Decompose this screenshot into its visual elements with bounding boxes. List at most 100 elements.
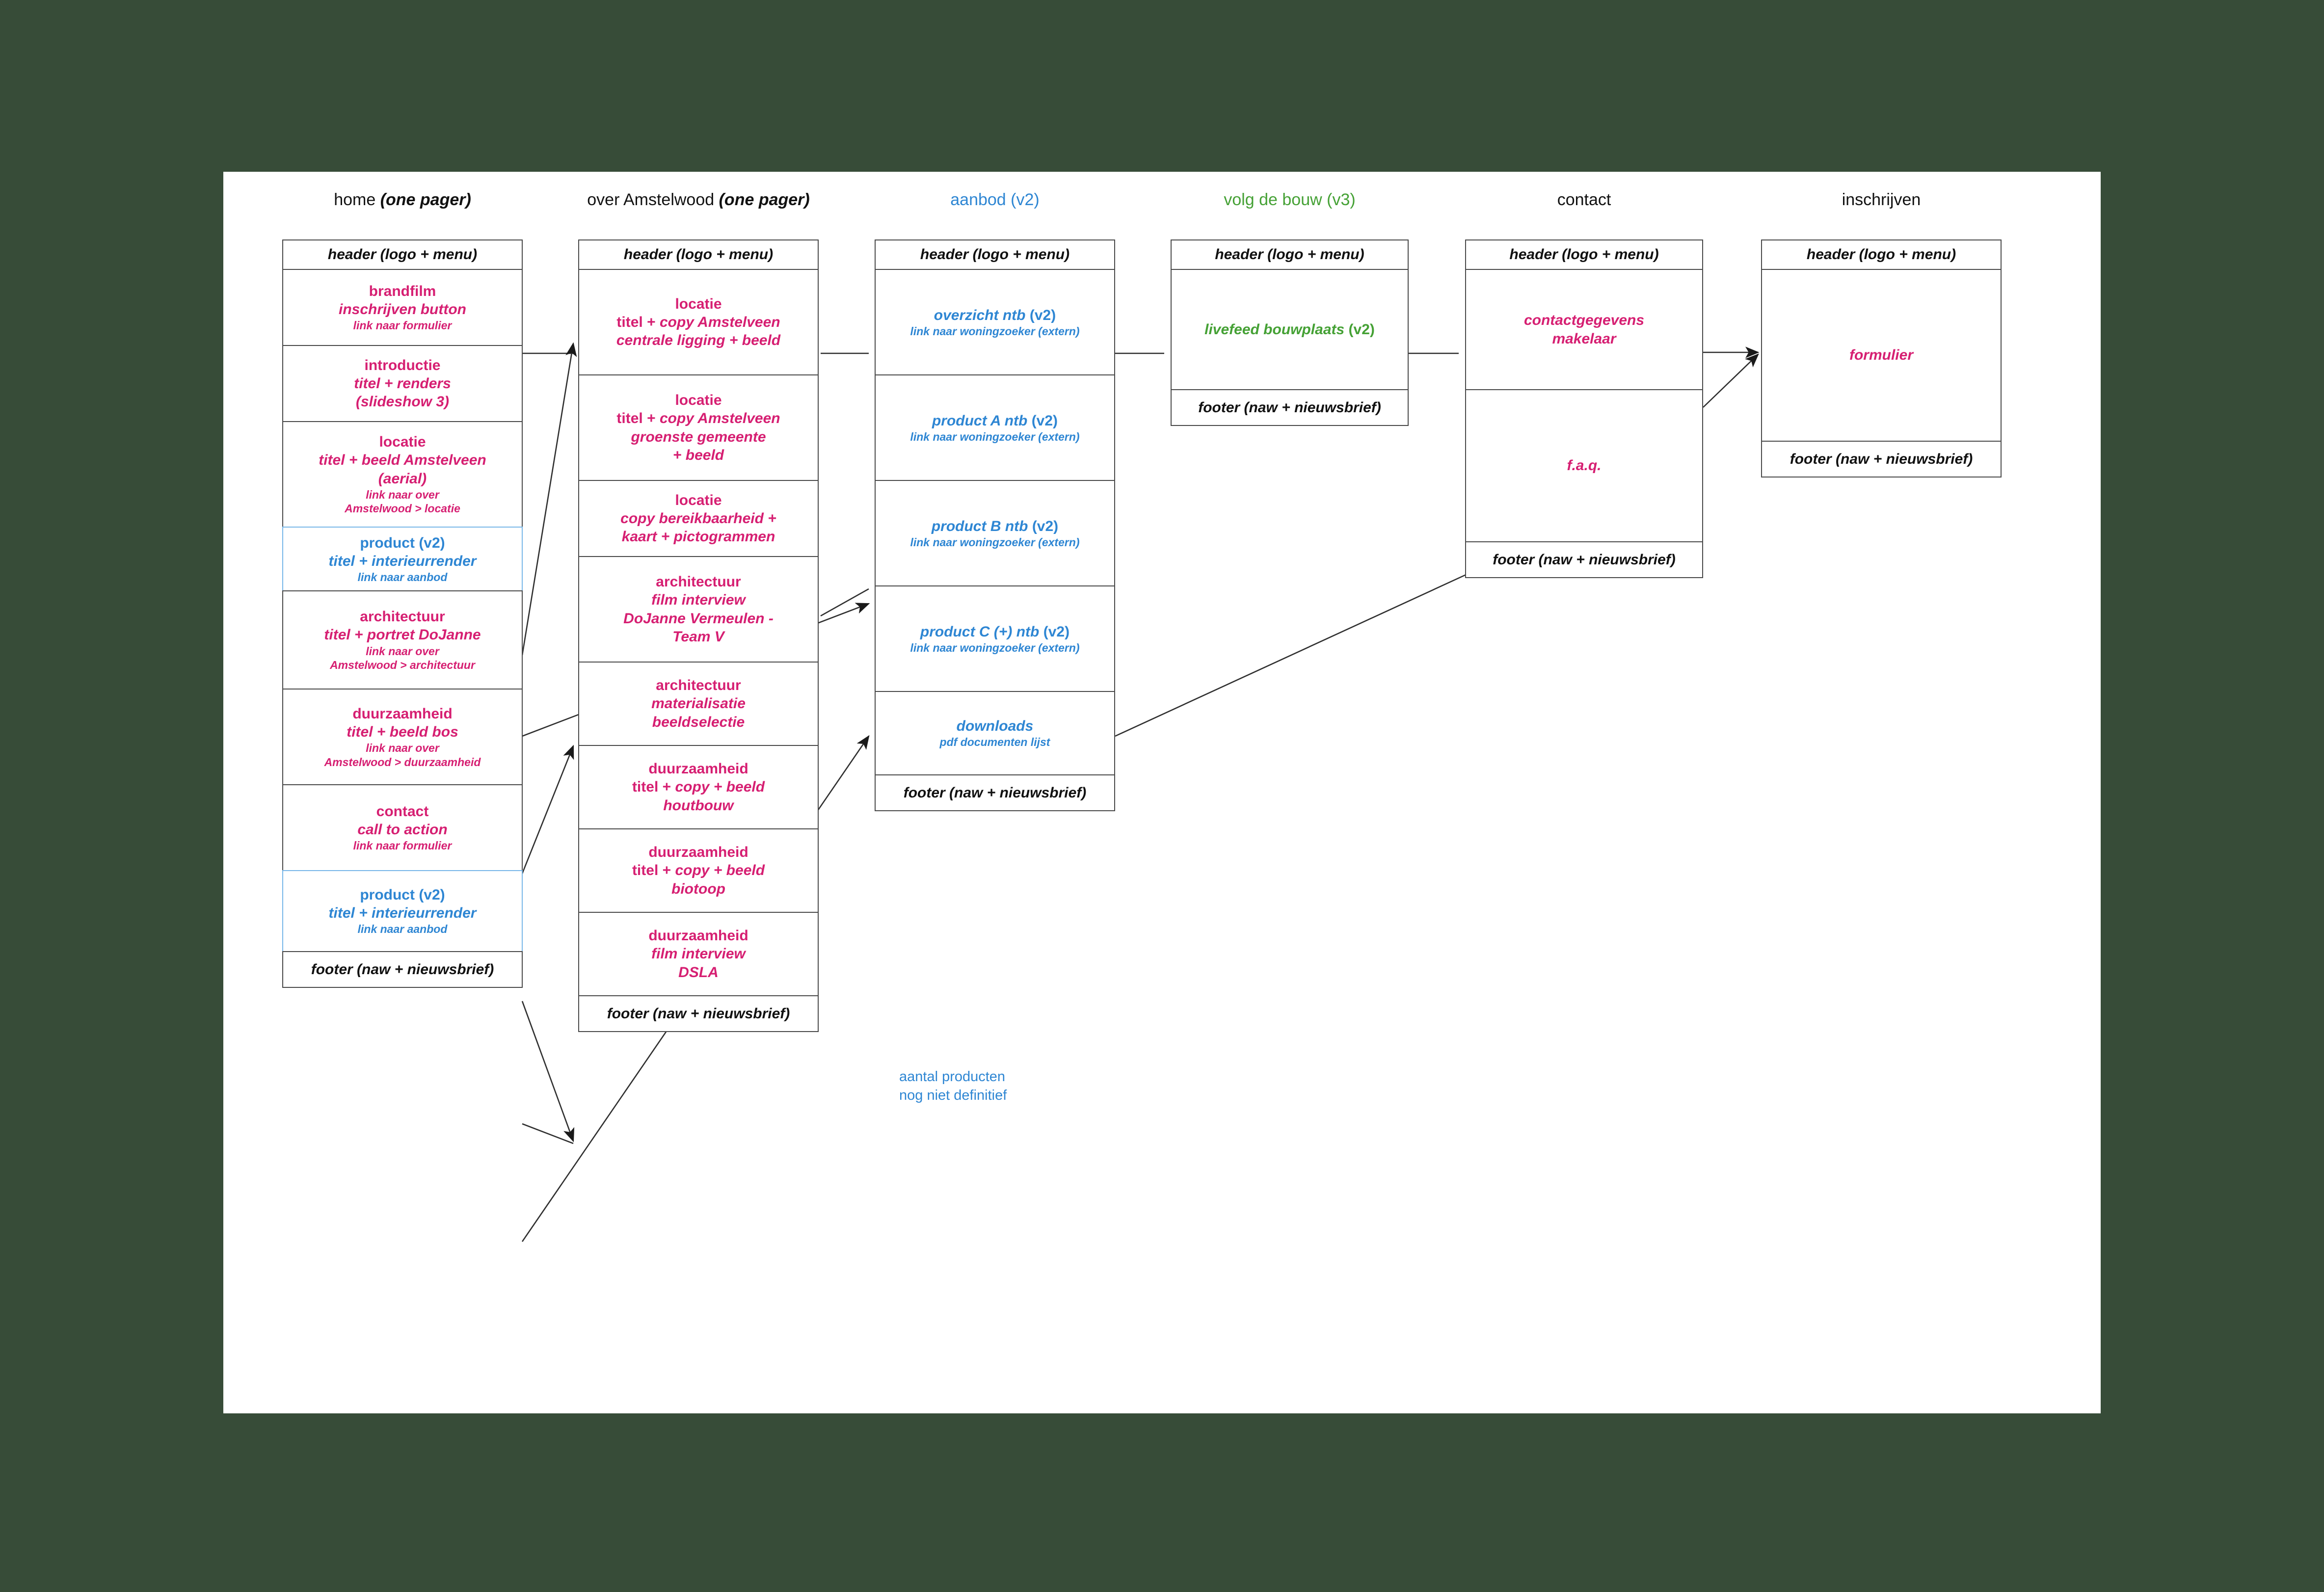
block-line: header (logo + menu) xyxy=(623,246,774,263)
block-line: Amstelwood > duurzaamheid xyxy=(324,755,481,769)
block-line: (slideshow 3) xyxy=(355,394,450,410)
block-line: duurzaamheid xyxy=(648,844,748,861)
block-line: introductie xyxy=(364,357,441,373)
block-inschrijven-footer-2[interactable]: footer (naw + nieuwsbrief) xyxy=(1761,441,2002,478)
block-line: architectuur xyxy=(656,677,741,694)
block-aanbod-content-2[interactable]: product A ntb (v2)link naar woningzoeker… xyxy=(875,374,1115,480)
block-line: kaart + pictogrammen xyxy=(621,529,775,545)
block-contact-header-0[interactable]: header (logo + menu) xyxy=(1465,239,1703,269)
block-line: footer (naw + nieuwsbrief) xyxy=(607,1005,790,1022)
block-over-amstelwood-header-0[interactable]: header (logo + menu) xyxy=(578,239,819,269)
block-line: titel + renders xyxy=(354,375,451,392)
block-line: film interview xyxy=(651,592,746,609)
block-line: product (v2) xyxy=(360,887,445,903)
block-aanbod-content-1[interactable]: overzicht ntb (v2)link naar woningzoeker… xyxy=(875,269,1115,374)
column-title-home: home (one pager) xyxy=(334,190,471,209)
column-title-contact: contact xyxy=(1557,190,1611,209)
block-line: centrale ligging + beeld xyxy=(616,332,781,349)
column-title-over-amstelwood: over Amstelwood (one pager) xyxy=(587,190,810,209)
block-line: link naar woningzoeker (extern) xyxy=(910,324,1080,338)
block-line: biotoop xyxy=(671,880,725,897)
block-line: downloads xyxy=(956,718,1034,735)
block-line: architectuur xyxy=(360,609,445,625)
block-line: contact xyxy=(376,803,429,820)
block-line: header (logo + menu) xyxy=(1806,246,1956,263)
block-home-footer-9[interactable]: footer (naw + nieuwsbrief) xyxy=(282,951,523,988)
block-over-amstelwood-content-3[interactable]: locatie copy bereikbaarheid + kaart + pict… xyxy=(578,480,819,556)
block-line: copy bereikbaarheid + xyxy=(620,510,776,527)
block-line: materialisatie xyxy=(651,695,746,712)
block-line: Amstelwood > locatie xyxy=(345,502,460,515)
block-line: link naar over xyxy=(366,742,439,755)
block-inschrijven-header-0[interactable]: header (logo + menu) xyxy=(1761,239,2002,269)
block-line: titel + interieurrender xyxy=(328,553,477,569)
block-line: footer (naw + nieuwsbrief) xyxy=(1493,551,1676,568)
block-line: f.a.q. xyxy=(1567,457,1602,474)
block-line: call to action xyxy=(357,822,448,838)
block-line: houtbouw xyxy=(663,797,734,814)
block-line: titel + beeld Amstelveen xyxy=(319,452,486,469)
block-line: link naar woningzoeker (extern) xyxy=(910,535,1080,549)
block-line: locatie xyxy=(675,295,722,312)
block-contact-footer-3[interactable]: footer (naw + nieuwsbrief) xyxy=(1465,541,1703,578)
block-line: footer (naw + nieuwsbrief) xyxy=(1198,399,1381,416)
page-stack-volg-de-bouw: header (logo + menu) livefeed bouwplaats … xyxy=(1171,239,1409,426)
block-aanbod-content-3[interactable]: product B ntb (v2)link naar woningzoeker… xyxy=(875,480,1115,585)
block-line: link naar aanbod xyxy=(357,923,448,936)
block-line: inschrijven button xyxy=(338,301,466,318)
column-title-volg-de-bouw: volg de bouw (v3) xyxy=(1224,190,1356,209)
block-volg-de-bouw-footer-2[interactable]: footer (naw + nieuwsbrief) xyxy=(1171,389,1409,426)
block-line: titel + beeld bos xyxy=(347,723,458,740)
block-line: DoJanne Vermeulen - xyxy=(623,610,774,627)
block-line: link naar woningzoeker (extern) xyxy=(910,641,1080,654)
block-aanbod-footer-6[interactable]: footer (naw + nieuwsbrief) xyxy=(875,774,1115,811)
block-line: titel + copy + beeld xyxy=(632,862,765,879)
column-title-inschrijven: inschrijven xyxy=(1842,190,1921,209)
block-inschrijven-content-1[interactable]: formulier xyxy=(1761,269,2002,441)
block-line: makelaar xyxy=(1552,330,1616,347)
block-line: brandfilm xyxy=(369,283,436,300)
block-aanbod-header-0[interactable]: header (logo + menu) xyxy=(875,239,1115,269)
block-line: duurzaamheid xyxy=(648,928,748,944)
block-line: formulier xyxy=(1849,347,1914,364)
block-line: link naar formulier xyxy=(353,319,452,332)
block-line: contactgegevens xyxy=(1523,312,1645,329)
block-contact-content-2[interactable]: f.a.q. xyxy=(1465,389,1703,541)
block-line: locatie xyxy=(675,392,722,409)
block-line: Amstelwood > architectuur xyxy=(330,659,475,672)
block-volg-de-bouw-content-1[interactable]: livefeed bouwplaats (v2) xyxy=(1171,269,1409,389)
block-line: overzicht ntb (v2) xyxy=(934,307,1056,323)
block-over-amstelwood-footer-9[interactable]: footer (naw + nieuwsbrief) xyxy=(578,995,819,1032)
page-stack-aanbod: header (logo + menu)overzicht ntb (v2)li… xyxy=(875,239,1115,811)
block-line: link naar over xyxy=(366,488,439,501)
block-aanbod-content-4[interactable]: product C (+) ntb (v2)link naar woningzo… xyxy=(875,585,1115,691)
block-line: beeldselectie xyxy=(652,714,745,730)
block-home-content-2[interactable]: introductie titel + renders (slideshow 3) xyxy=(282,345,523,421)
block-line: locatie xyxy=(675,492,722,508)
block-volg-de-bouw-header-0[interactable]: header (logo + menu) xyxy=(1171,239,1409,269)
block-line: DSLA xyxy=(678,964,719,981)
block-home-header-0[interactable]: header (logo + menu) xyxy=(282,239,523,269)
block-line: header (logo + menu) xyxy=(1215,246,1364,263)
block-line: duurzaamheid xyxy=(648,761,748,777)
block-line: locatie xyxy=(379,434,426,451)
